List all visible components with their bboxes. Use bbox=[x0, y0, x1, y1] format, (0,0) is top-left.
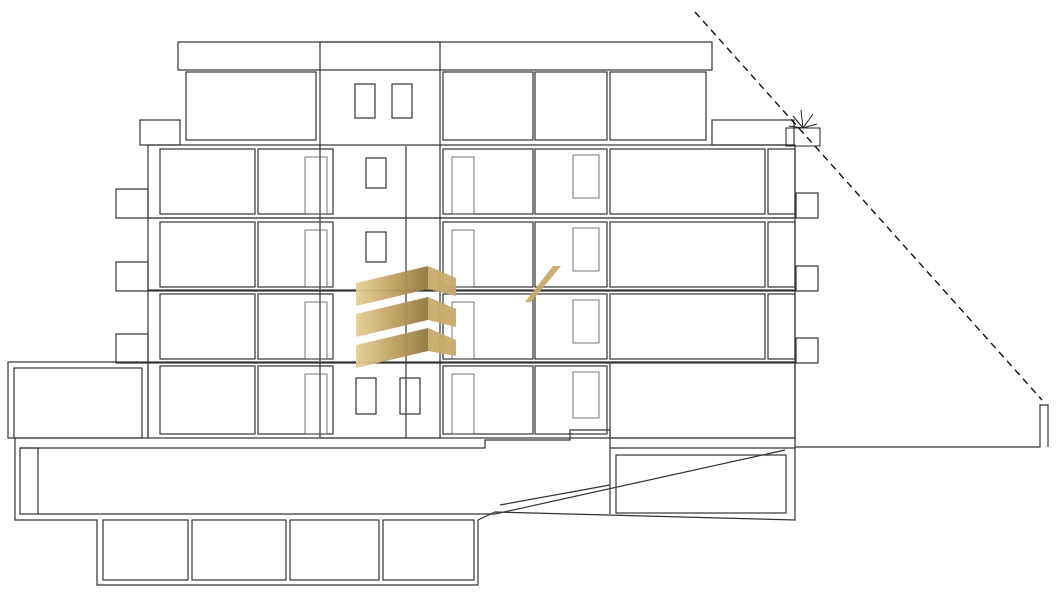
door bbox=[451, 229, 475, 288]
balcony-right bbox=[767, 293, 796, 360]
top-floor-room bbox=[534, 71, 608, 141]
top-terrace bbox=[711, 119, 795, 146]
apartment-room bbox=[534, 148, 608, 215]
core-window bbox=[399, 377, 421, 415]
floor-slab-outline bbox=[147, 144, 796, 219]
basement-ramp-wall bbox=[19, 447, 39, 515]
basement bbox=[14, 429, 796, 586]
typical-floors bbox=[115, 144, 819, 439]
basement-outline bbox=[14, 438, 796, 586]
door bbox=[451, 156, 475, 215]
apartment-room bbox=[159, 221, 256, 288]
floor-slab-outline bbox=[147, 217, 796, 292]
storage-room bbox=[289, 519, 380, 581]
floor-slab-outline bbox=[147, 289, 796, 364]
ground-line bbox=[795, 404, 1049, 448]
ramp-line bbox=[499, 484, 611, 506]
ramp-line bbox=[494, 449, 786, 515]
top-floor-room bbox=[185, 71, 317, 141]
balcony-right bbox=[767, 148, 796, 215]
apartment-room bbox=[442, 148, 534, 215]
basement-ceiling bbox=[20, 429, 795, 449]
apartment-room bbox=[159, 148, 256, 215]
core-window bbox=[365, 157, 387, 189]
roof-level bbox=[139, 41, 795, 146]
ground-left-wing bbox=[7, 361, 149, 439]
apartment-room bbox=[257, 221, 334, 288]
window bbox=[572, 299, 600, 344]
door bbox=[304, 229, 328, 288]
ramp-room bbox=[615, 454, 787, 514]
apartment-room bbox=[534, 293, 608, 360]
apartment-room bbox=[534, 221, 608, 288]
planter bbox=[795, 337, 819, 364]
storage-room bbox=[382, 519, 475, 581]
floor-slab-outline bbox=[147, 361, 796, 439]
planter bbox=[795, 265, 819, 292]
ground-left-wing-inner bbox=[13, 367, 143, 439]
watermark-logo bbox=[356, 266, 561, 368]
apartment-room bbox=[442, 365, 534, 435]
apartment-room bbox=[609, 221, 766, 288]
core-window bbox=[391, 83, 413, 119]
apartment-room bbox=[609, 148, 766, 215]
door bbox=[304, 373, 328, 435]
apartment-room bbox=[257, 365, 334, 435]
apartment-room bbox=[159, 293, 256, 360]
storage-room bbox=[191, 519, 287, 581]
plant-icon bbox=[785, 109, 821, 147]
top-terrace bbox=[139, 119, 181, 146]
roof-parapet bbox=[177, 41, 713, 71]
apartment-room bbox=[159, 365, 256, 435]
window bbox=[572, 154, 600, 199]
top-floor-room bbox=[609, 71, 707, 141]
apartment-room bbox=[257, 293, 334, 360]
core-window bbox=[365, 231, 387, 263]
balcony-left bbox=[115, 261, 149, 292]
apartment-room bbox=[609, 293, 766, 360]
stair-core-wall bbox=[319, 41, 441, 439]
ground-right-open-space bbox=[609, 361, 796, 439]
door bbox=[451, 301, 475, 360]
apartment-room bbox=[534, 365, 608, 435]
balcony-right bbox=[767, 221, 796, 288]
stair-core bbox=[319, 41, 441, 439]
door bbox=[304, 156, 328, 215]
balcony-left bbox=[115, 188, 149, 219]
door bbox=[304, 301, 328, 360]
apartment-room bbox=[257, 148, 334, 215]
door bbox=[451, 373, 475, 435]
apartment-room bbox=[442, 293, 534, 360]
window bbox=[572, 371, 600, 419]
storage-room bbox=[102, 519, 189, 581]
apartment-room bbox=[442, 221, 534, 288]
core-window bbox=[355, 377, 377, 415]
terrain-profile-dashed bbox=[694, 11, 1043, 401]
planter bbox=[795, 192, 819, 219]
top-floor-room bbox=[442, 71, 534, 141]
balcony-left bbox=[115, 333, 149, 364]
window bbox=[572, 227, 600, 272]
core-window bbox=[354, 83, 376, 119]
